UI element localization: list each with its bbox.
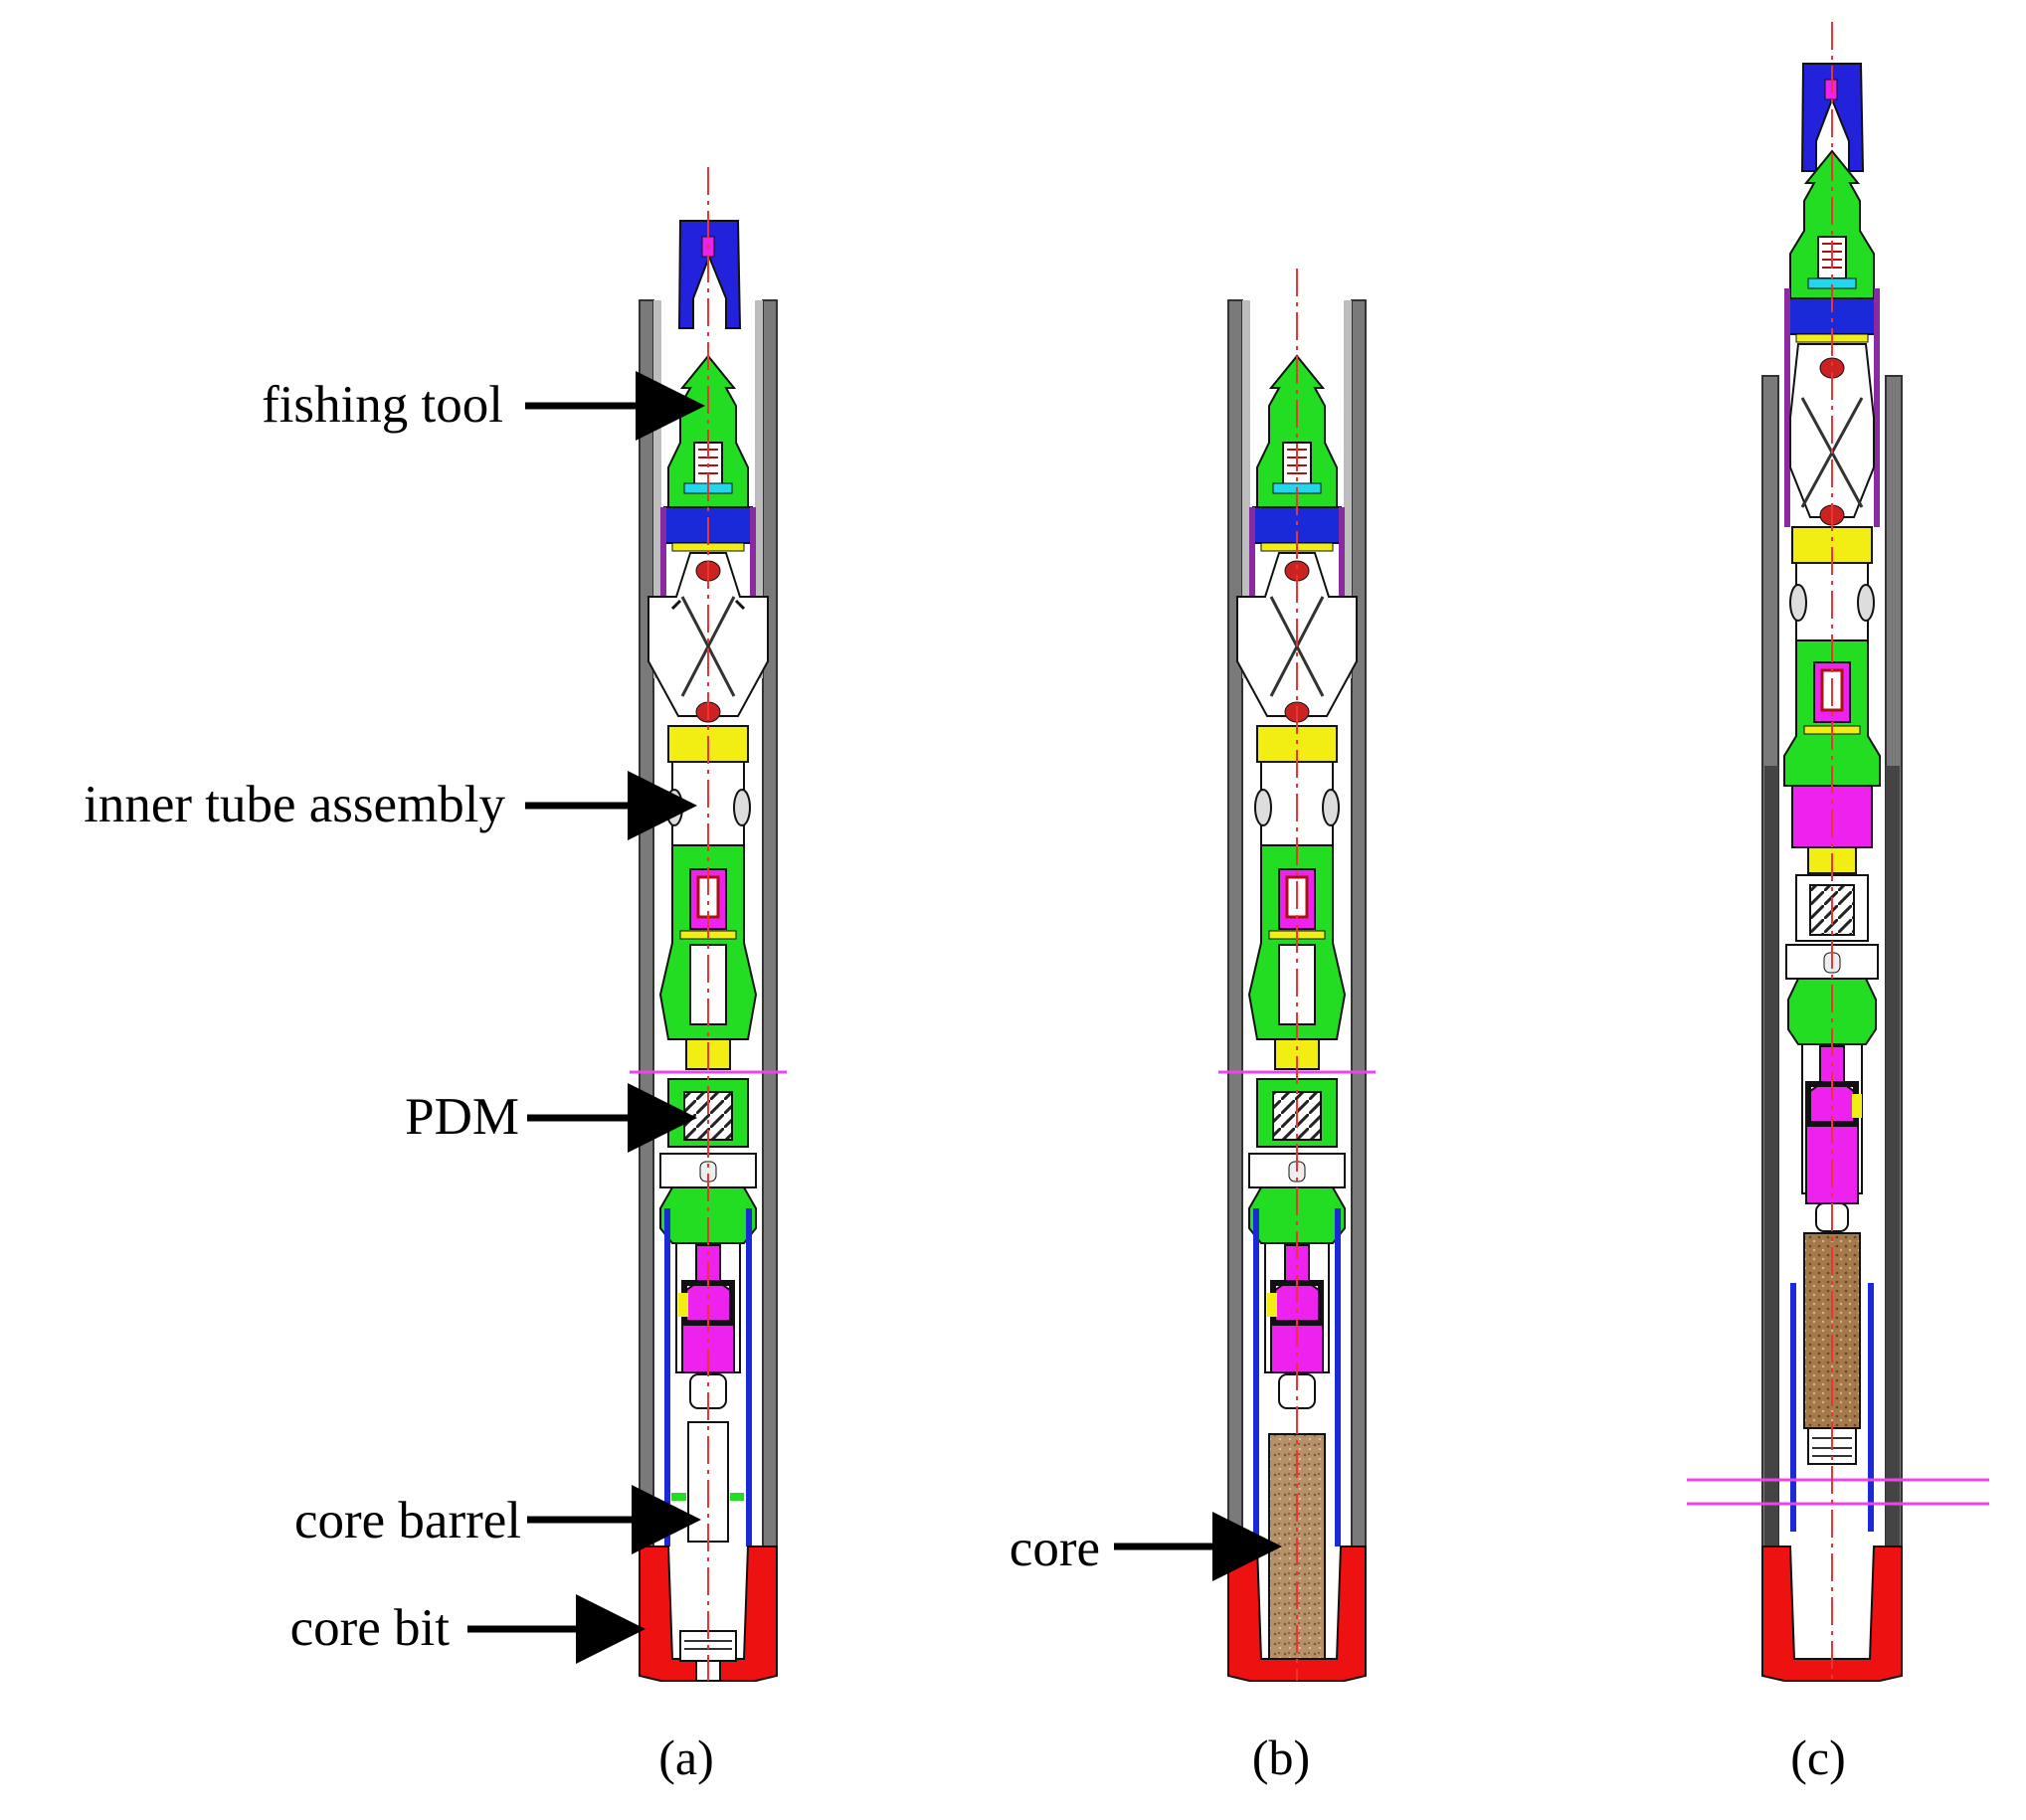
callouts: fishing tool inner tube assembly PDM cor… — [84, 371, 1282, 1664]
tool-a — [630, 167, 787, 1682]
label-core-barrel: core barrel — [294, 1492, 521, 1549]
outer-housing-right — [1351, 299, 1367, 1547]
core-bit — [1761, 1546, 1903, 1682]
label-inner-tube-assembly: inner tube assembly — [84, 776, 505, 833]
outer-housing-left — [1227, 299, 1243, 1547]
latch-mechanism — [647, 552, 769, 723]
label-core-bit: core bit — [290, 1599, 451, 1657]
label-fishing-tool: fishing tool — [262, 376, 503, 434]
label-core: core — [1010, 1520, 1100, 1577]
caption-b: (b) — [1252, 1729, 1310, 1785]
captions: (a) (b) (c) — [658, 1729, 1846, 1785]
fishing-spear — [677, 220, 742, 329]
caption-c: (c) — [1790, 1729, 1846, 1785]
tool-b — [1218, 269, 1376, 1682]
outer-housing-right — [762, 299, 778, 1547]
label-pdm: PDM — [405, 1088, 519, 1146]
caption-a: (a) — [658, 1729, 714, 1785]
tool-c — [1687, 22, 1989, 1682]
outer-housing-left — [639, 299, 654, 1547]
